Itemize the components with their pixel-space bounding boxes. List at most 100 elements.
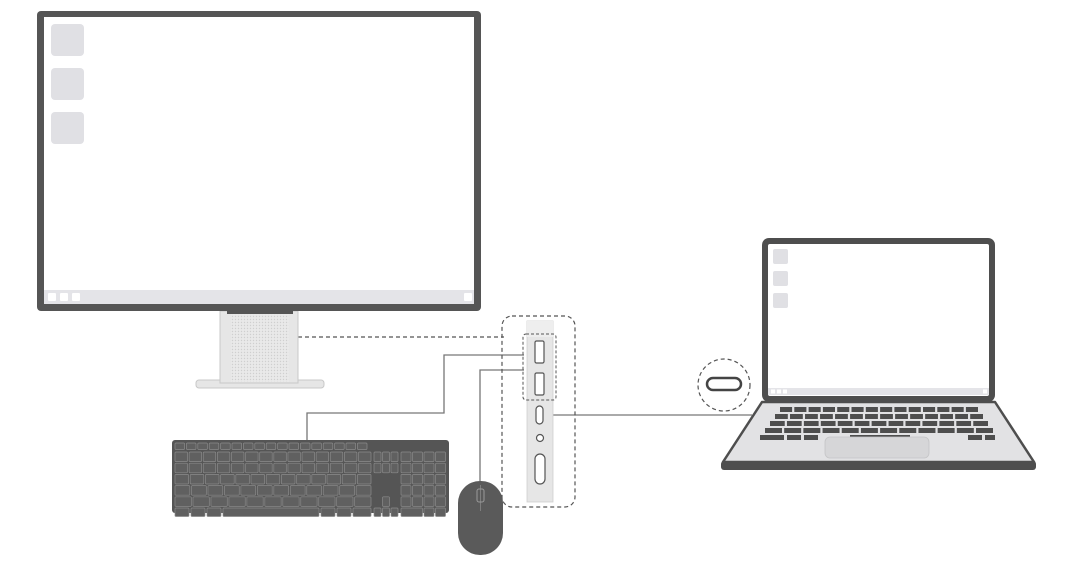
laptop-key[interactable] (865, 407, 878, 412)
laptop-key[interactable] (841, 428, 859, 433)
keyboard-nav-key[interactable] (390, 451, 399, 462)
laptop-key[interactable] (910, 414, 923, 419)
keyboard-key[interactable] (273, 485, 290, 496)
keyboard-key[interactable] (231, 451, 245, 462)
laptop-key[interactable] (760, 435, 784, 440)
keyboard-numpad-key[interactable] (435, 462, 446, 474)
laptop-key[interactable] (956, 428, 974, 433)
keyboard-key[interactable] (358, 462, 372, 474)
laptop-key[interactable] (837, 407, 850, 412)
laptop-key[interactable] (794, 407, 807, 412)
keyboard-key[interactable] (245, 451, 259, 462)
laptop-key[interactable] (851, 407, 864, 412)
keyboard-key[interactable] (345, 442, 356, 450)
keyboard-numpad-key[interactable] (400, 485, 412, 496)
laptop-key[interactable] (951, 407, 964, 412)
keyboard-nav-key[interactable] (382, 462, 390, 474)
laptop-key[interactable] (820, 421, 836, 426)
keyboard-key[interactable] (228, 496, 246, 507)
keyboard-key[interactable] (289, 485, 306, 496)
keyboard-key[interactable] (357, 442, 368, 450)
monitor-desktop-icon[interactable] (51, 112, 84, 144)
keyboard-numpad-key[interactable] (435, 451, 446, 462)
taskbar-app-icon[interactable] (72, 293, 80, 301)
keyboard-key[interactable] (320, 507, 336, 517)
keyboard-key[interactable] (206, 507, 222, 517)
keyboard-key[interactable] (336, 507, 352, 517)
keyboard-spacebar[interactable] (222, 507, 320, 517)
keyboard-nav-key[interactable] (382, 451, 390, 462)
laptop-taskbar-tray[interactable] (983, 389, 987, 394)
laptop-key[interactable] (784, 428, 802, 433)
keyboard-key[interactable] (191, 485, 207, 496)
keyboard-arrow-key[interactable] (382, 507, 390, 517)
keyboard-key[interactable] (216, 451, 231, 462)
keyboard-nav-key[interactable] (373, 451, 382, 462)
keyboard-key[interactable] (287, 462, 301, 474)
keyboard-numpad-key[interactable] (400, 507, 423, 517)
keyboard-key[interactable] (344, 462, 358, 474)
usb-c-port[interactable] (535, 405, 544, 425)
laptop-key[interactable] (956, 421, 972, 426)
keyboard-key[interactable] (246, 496, 264, 507)
keyboard-key[interactable] (174, 485, 191, 496)
keyboard-key[interactable] (216, 462, 231, 474)
laptop-key[interactable] (822, 428, 840, 433)
keyboard-key[interactable] (235, 474, 250, 485)
keyboard-key[interactable] (296, 474, 311, 485)
keyboard-key[interactable] (174, 451, 188, 462)
laptop-key[interactable] (965, 407, 978, 412)
laptop-key[interactable] (939, 421, 955, 426)
keyboard-arrow-key[interactable] (373, 507, 382, 517)
keyboard-key[interactable] (318, 496, 336, 507)
keyboard-key[interactable] (288, 442, 299, 450)
laptop-key[interactable] (976, 428, 993, 433)
keyboard-key[interactable] (254, 442, 265, 450)
laptop-key[interactable] (895, 414, 908, 419)
keyboard-key[interactable] (357, 474, 372, 485)
keyboard-key[interactable] (174, 462, 188, 474)
laptop-key[interactable] (786, 421, 802, 426)
keyboard-nav-key[interactable] (390, 462, 399, 474)
keyboard-key[interactable] (245, 462, 259, 474)
keyboard-key[interactable] (315, 451, 330, 462)
keyboard-key[interactable] (202, 462, 217, 474)
keyboard-key[interactable] (250, 474, 265, 485)
laptop-key[interactable] (770, 421, 785, 426)
keyboard-key[interactable] (174, 474, 189, 485)
keyboard-numpad-key[interactable] (423, 485, 435, 496)
keyboard-numpad-key[interactable] (423, 451, 435, 462)
keyboard-key[interactable] (265, 474, 281, 485)
keyboard-key[interactable] (273, 462, 287, 474)
laptop-key[interactable] (905, 421, 921, 426)
keyboard-key[interactable] (224, 485, 240, 496)
keyboard-key[interactable] (300, 496, 318, 507)
keyboard-key[interactable] (205, 474, 220, 485)
mouse-scroll-wheel[interactable] (476, 488, 485, 503)
keyboard-key[interactable] (315, 462, 330, 474)
laptop-key[interactable] (880, 414, 893, 419)
keyboard-key[interactable] (277, 442, 288, 450)
keyboard-key[interactable] (329, 462, 344, 474)
keyboard-key[interactable] (197, 442, 208, 450)
laptop-key[interactable] (850, 414, 863, 419)
laptop-key[interactable] (765, 428, 782, 433)
keyboard-key[interactable] (243, 442, 254, 450)
laptop-key[interactable] (937, 428, 955, 433)
keyboard-key[interactable] (336, 496, 354, 507)
laptop-key[interactable] (922, 421, 938, 426)
laptop-key[interactable] (888, 421, 904, 426)
keyboard-key[interactable] (326, 474, 341, 485)
keyboard-numpad-key[interactable] (400, 462, 412, 474)
laptop-key[interactable] (837, 421, 853, 426)
laptop-key[interactable] (880, 407, 893, 412)
keyboard-key[interactable] (311, 442, 322, 450)
keyboard-numpad-key[interactable] (423, 474, 435, 485)
keyboard-key[interactable] (259, 462, 273, 474)
keyboard-arrow-key[interactable] (390, 507, 399, 517)
keyboard-key[interactable] (281, 474, 296, 485)
keyboard-nav-key[interactable] (373, 462, 382, 474)
keyboard-key[interactable] (287, 451, 301, 462)
keyboard-key[interactable] (329, 451, 344, 462)
laptop-key[interactable] (803, 421, 819, 426)
